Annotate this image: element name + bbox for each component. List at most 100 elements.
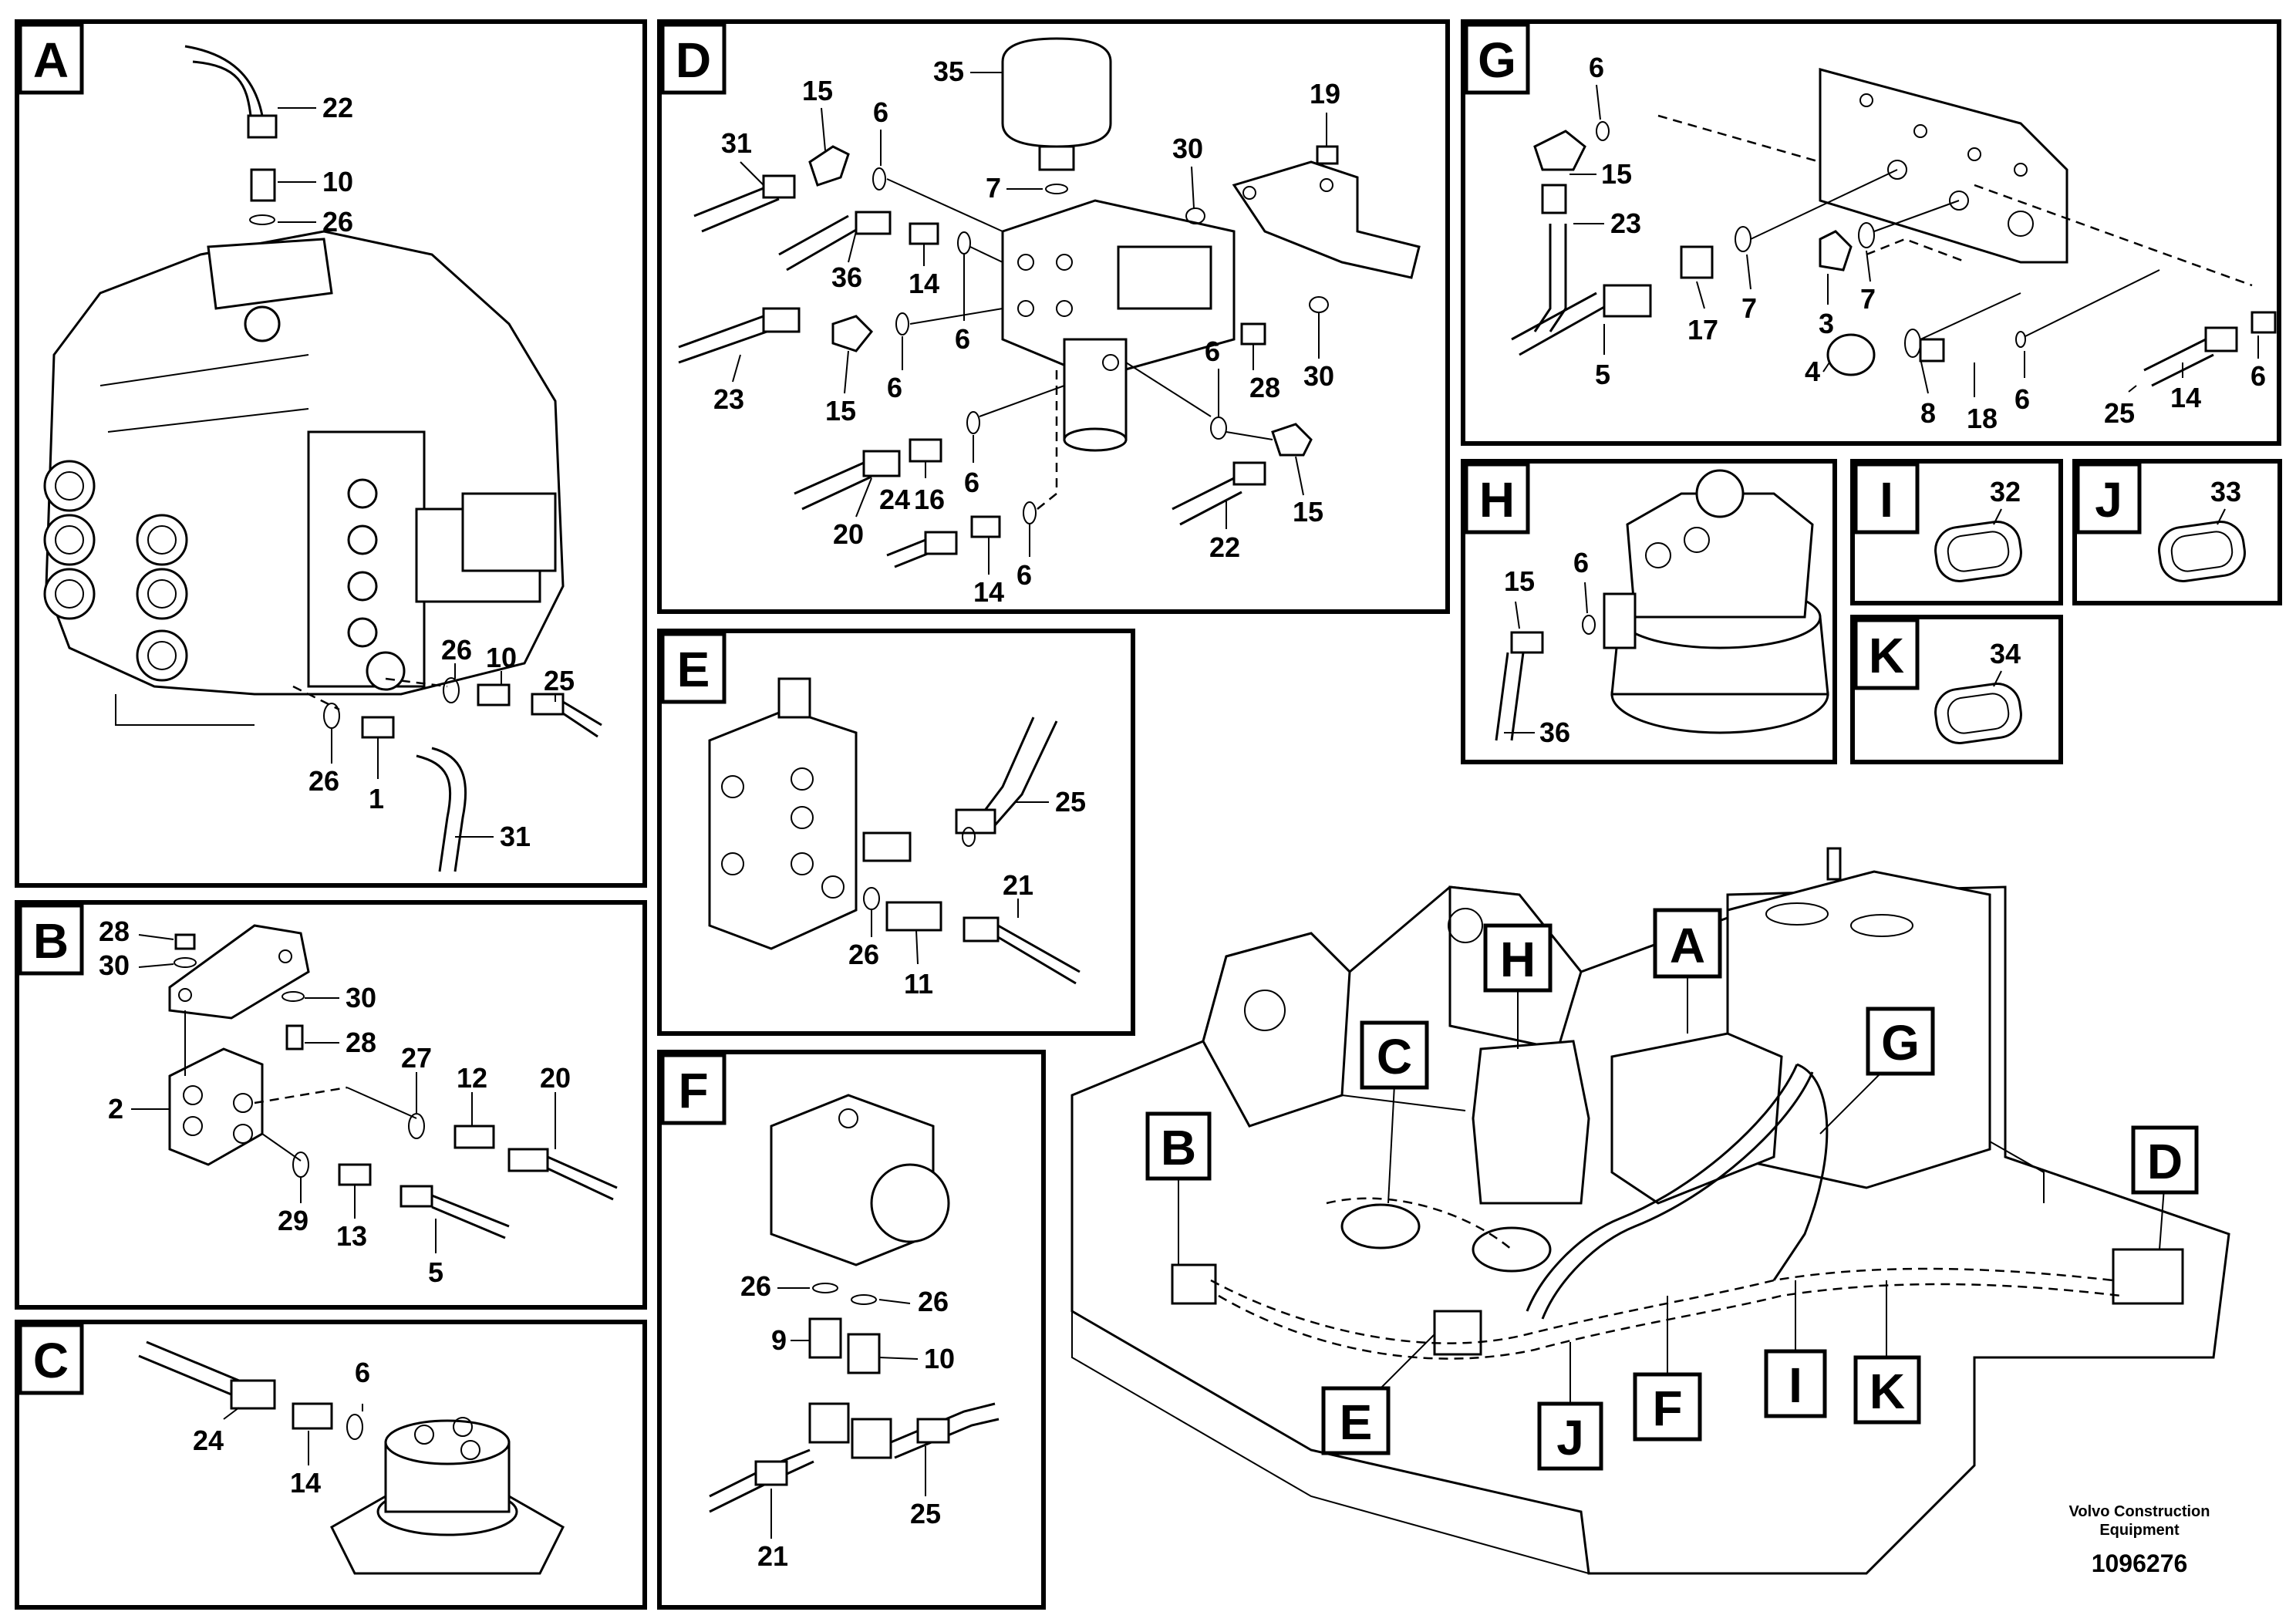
panel-j: J 33 xyxy=(2072,459,2282,605)
panel-c: C 24 14 6 xyxy=(15,1320,647,1610)
overview-marker-a: A xyxy=(1653,908,1722,1034)
panel-k-letter: K xyxy=(1869,628,1904,683)
overview-marker-f: F xyxy=(1633,1296,1702,1442)
marker-letter: F xyxy=(1652,1381,1682,1436)
brand-line-2: Equipment xyxy=(2099,1522,2180,1539)
marker-letter: K xyxy=(1870,1364,1905,1419)
part-callout: 5 xyxy=(1595,359,1610,390)
part-callout: 15 xyxy=(1504,565,1535,597)
part-callout: 31 xyxy=(500,821,531,852)
part-callout: 28 xyxy=(346,1027,376,1058)
part-callout: 27 xyxy=(401,1042,432,1074)
part-callout: 36 xyxy=(831,261,862,293)
panel-e-letter: E xyxy=(677,642,710,697)
control-valve-drawing xyxy=(43,230,565,726)
part-callout: 25 xyxy=(910,1498,941,1529)
part-callout: 3 xyxy=(1819,308,1834,339)
part-callout: 26 xyxy=(918,1286,949,1317)
overview-marker-k: K xyxy=(1853,1280,1921,1425)
part-callout: 15 xyxy=(825,395,856,427)
part-callout: 36 xyxy=(1539,717,1570,748)
part-callout: 28 xyxy=(99,916,130,947)
part-callout: 35 xyxy=(933,56,964,87)
part-callout: 6 xyxy=(1573,547,1589,578)
part-callout: 1 xyxy=(369,783,384,814)
part-callout: 6 xyxy=(1589,52,1604,83)
part-callout: 15 xyxy=(802,75,833,106)
part-callout: 6 xyxy=(964,467,979,498)
part-callout: 15 xyxy=(1293,496,1323,528)
part-callout: 26 xyxy=(848,939,879,970)
footer: Volvo Construction Equipment 1096276 xyxy=(2069,1503,2210,1577)
part-callout: 10 xyxy=(322,166,353,197)
part-callout: 30 xyxy=(346,982,376,1013)
panel-g-letter: G xyxy=(1478,32,1516,88)
panel-c-letter: C xyxy=(33,1333,69,1388)
marker-letter: G xyxy=(1881,1015,1920,1071)
part-callout: 6 xyxy=(873,96,888,128)
part-callout: 28 xyxy=(1249,372,1280,403)
marker-letter: E xyxy=(1340,1394,1373,1450)
part-callout: 25 xyxy=(2104,397,2135,429)
panel-d-letter: D xyxy=(676,32,711,88)
part-callout: 10 xyxy=(924,1343,955,1374)
overview-marker-j: J xyxy=(1537,1342,1603,1471)
part-callout: 14 xyxy=(290,1467,321,1499)
overview-marker-b: B xyxy=(1145,1111,1212,1265)
marker-letter: A xyxy=(1670,918,1705,973)
part-callout: 6 xyxy=(2250,360,2266,392)
overview-marker-i: I xyxy=(1764,1280,1827,1418)
panel-h: H 15 6 36 xyxy=(1461,459,1837,764)
panel-b-letter: B xyxy=(33,913,69,969)
marker-letter: I xyxy=(1789,1357,1802,1413)
part-callout: 6 xyxy=(887,372,902,403)
part-callout: 26 xyxy=(308,765,339,797)
part-callout: 7 xyxy=(1860,283,1876,315)
drawing-number: 1096276 xyxy=(2092,1549,2188,1577)
part-callout: 9 xyxy=(771,1324,787,1356)
part-callout: 7 xyxy=(1741,292,1757,324)
part-callout: 26 xyxy=(740,1270,771,1302)
marker-letter: J xyxy=(1556,1410,1584,1465)
part-callout: 30 xyxy=(99,949,130,981)
panel-d: D xyxy=(657,19,1450,614)
panel-b: B 28 30 30 28 2 27 xyxy=(15,900,647,1310)
part-callout: 24 xyxy=(879,484,910,515)
overview-marker-d: D xyxy=(2131,1125,2199,1250)
part-callout: 16 xyxy=(914,484,945,515)
panel-i-letter: I xyxy=(1880,472,1893,528)
part-callout: 33 xyxy=(2210,476,2241,508)
panel-a-letter: A xyxy=(33,32,69,88)
part-callout: 31 xyxy=(721,127,752,159)
panel-h-letter: H xyxy=(1479,472,1515,528)
part-callout: 22 xyxy=(1209,531,1240,563)
overview-marker-g: G xyxy=(1819,1007,1935,1135)
part-callout: 23 xyxy=(1610,207,1641,239)
overview-marker-c: C xyxy=(1360,1020,1429,1204)
marker-letter: D xyxy=(2147,1134,2183,1189)
part-callout: 22 xyxy=(322,92,353,123)
part-callout: 14 xyxy=(909,268,939,299)
part-callout: 20 xyxy=(833,518,864,550)
part-callout: 25 xyxy=(544,665,575,696)
part-callout: 8 xyxy=(1920,397,1936,429)
part-callout: 13 xyxy=(336,1220,367,1252)
part-callout: 4 xyxy=(1805,356,1820,387)
part-callout: 23 xyxy=(713,383,744,415)
panel-k: K 34 xyxy=(1850,615,2063,764)
part-callout: 10 xyxy=(486,642,517,673)
part-callout: 6 xyxy=(355,1357,370,1388)
part-callout: 34 xyxy=(1990,638,2021,669)
part-callout: 32 xyxy=(1990,476,2021,508)
overview-marker-e: E xyxy=(1321,1334,1435,1455)
panel-f: F 26 26 9 10 21 25 xyxy=(657,1050,1046,1610)
panel-a: A xyxy=(15,19,647,888)
panel-e: E 25 21 26 11 xyxy=(657,629,1135,1036)
part-callout: 20 xyxy=(540,1062,571,1094)
panel-j-letter: J xyxy=(2095,472,2122,528)
panel-f-letter: F xyxy=(678,1063,708,1118)
part-callout: 17 xyxy=(1687,314,1718,346)
part-callout: 7 xyxy=(986,172,1001,204)
part-callout: 14 xyxy=(973,576,1004,608)
